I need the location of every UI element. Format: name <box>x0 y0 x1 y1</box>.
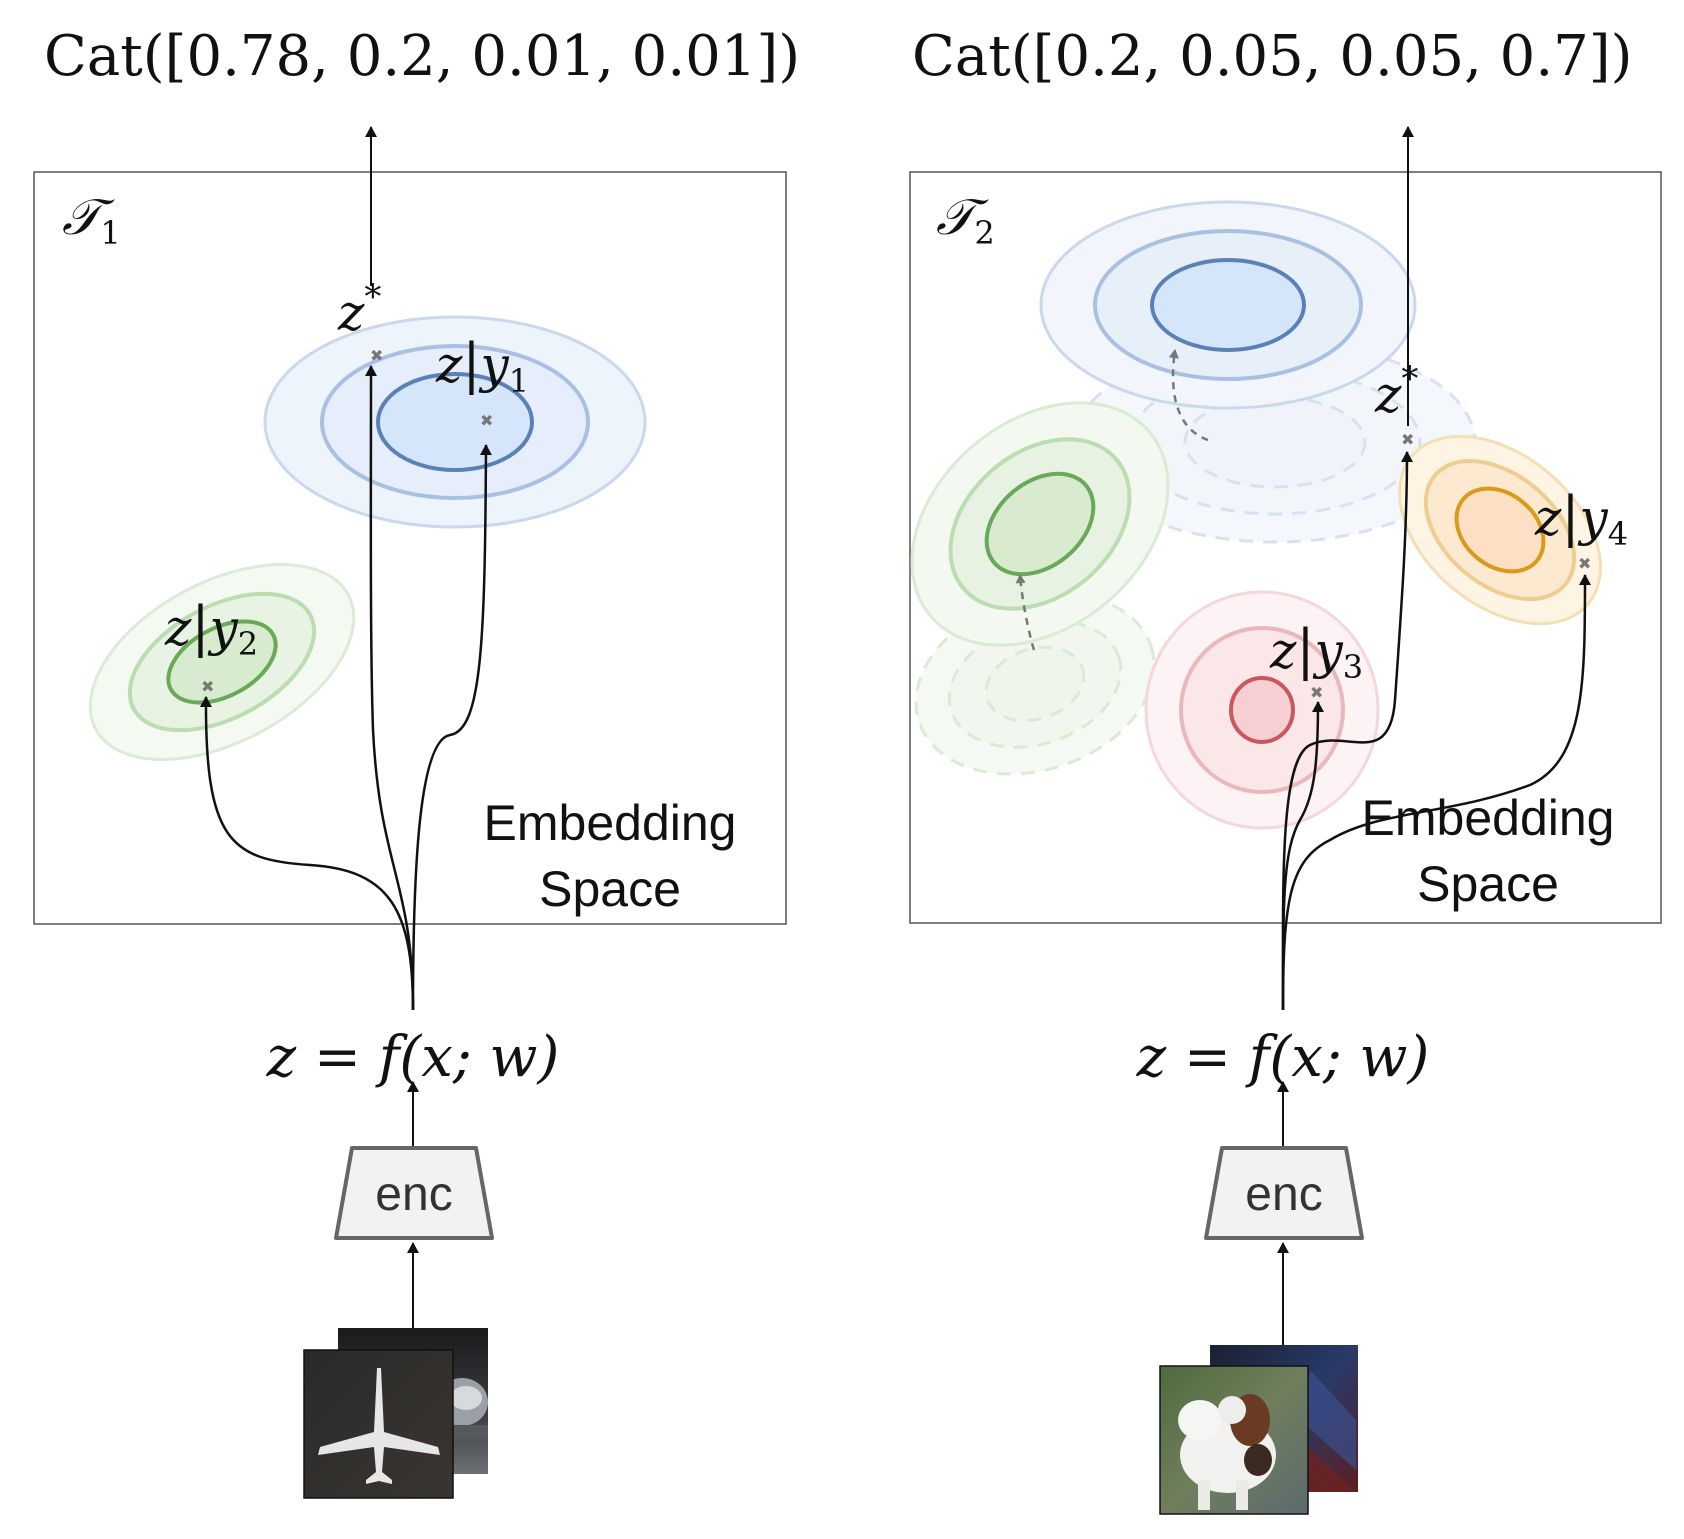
gaussian-class-4 <box>1398 434 1602 626</box>
encoder-label-2: enc <box>1245 1168 1322 1221</box>
z-star-label-2: z* <box>1374 359 1418 424</box>
class-3-point: ✖ <box>1310 683 1323 702</box>
panel-task-1: Cat([0.78, 0.2, 0.01, 0.01]) 𝒯1 ✖ ✖ ✖ z* <box>33 24 800 1499</box>
embedding-space-box-1 <box>33 171 787 925</box>
class-3-label: z|y3 <box>1269 618 1363 686</box>
class-4-point: ✖ <box>1578 554 1591 573</box>
panel-task-2: Cat([0.2, 0.05, 0.05, 0.7]) 𝒯2 <box>909 24 1662 1515</box>
arrow-to-class-3 <box>1281 701 1324 1011</box>
class-2-point: ✖ <box>201 677 214 696</box>
gaussian-class-3 <box>1144 590 1380 830</box>
input-images-2 <box>1159 1345 1358 1515</box>
encoder-label-1: enc <box>375 1168 452 1221</box>
cat-output-label-2: Cat([0.2, 0.05, 0.05, 0.7]) <box>912 24 1632 89</box>
drift-arrow-class-1 <box>1168 349 1209 442</box>
gaussian-class-1-new <box>1039 200 1417 410</box>
drift-arrow-class-2 <box>1015 574 1036 651</box>
z-star-label-1: z* <box>337 277 381 342</box>
input-images-1 <box>303 1328 488 1499</box>
encoder-block-2 <box>1204 1146 1364 1240</box>
class-4-label: z|y4 <box>1534 485 1628 553</box>
gaussian-class-1 <box>263 315 647 529</box>
z-star-point-1: ✖ <box>370 346 383 365</box>
gaussian-class-2-new <box>910 401 1170 647</box>
embedding-space-label-1: Embedding <box>484 795 737 851</box>
arrow-to-z-star-1 <box>364 365 415 1011</box>
z-star-point-2: ✖ <box>1401 430 1414 449</box>
airplane-image <box>303 1349 454 1499</box>
task-label-1: 𝒯1 <box>62 188 121 252</box>
class-1-label: z|y1 <box>435 332 529 400</box>
task-label-2: 𝒯2 <box>936 188 995 252</box>
embedding-equation-2: z = f(x; w) <box>1136 1025 1430 1090</box>
arrow-to-class-4 <box>1281 574 1591 1011</box>
arrow-to-class-1 <box>411 444 492 1011</box>
cat-output-label-1: Cat([0.78, 0.2, 0.01, 0.01]) <box>44 24 800 89</box>
class-1-point: ✖ <box>480 411 493 430</box>
dog-image <box>1159 1365 1309 1515</box>
embedding-space-label-2b: Space <box>1417 856 1559 912</box>
arrow-to-z-star-2 <box>1281 451 1413 1011</box>
encoder-block-1 <box>334 1146 494 1240</box>
embedding-equation-1: z = f(x; w) <box>266 1025 560 1090</box>
gaussian-class-2 <box>88 563 356 761</box>
embedding-space-label-1b: Space <box>539 861 681 917</box>
arrow-to-class-2 <box>199 696 415 1011</box>
class-2-label: z|y2 <box>164 595 258 663</box>
